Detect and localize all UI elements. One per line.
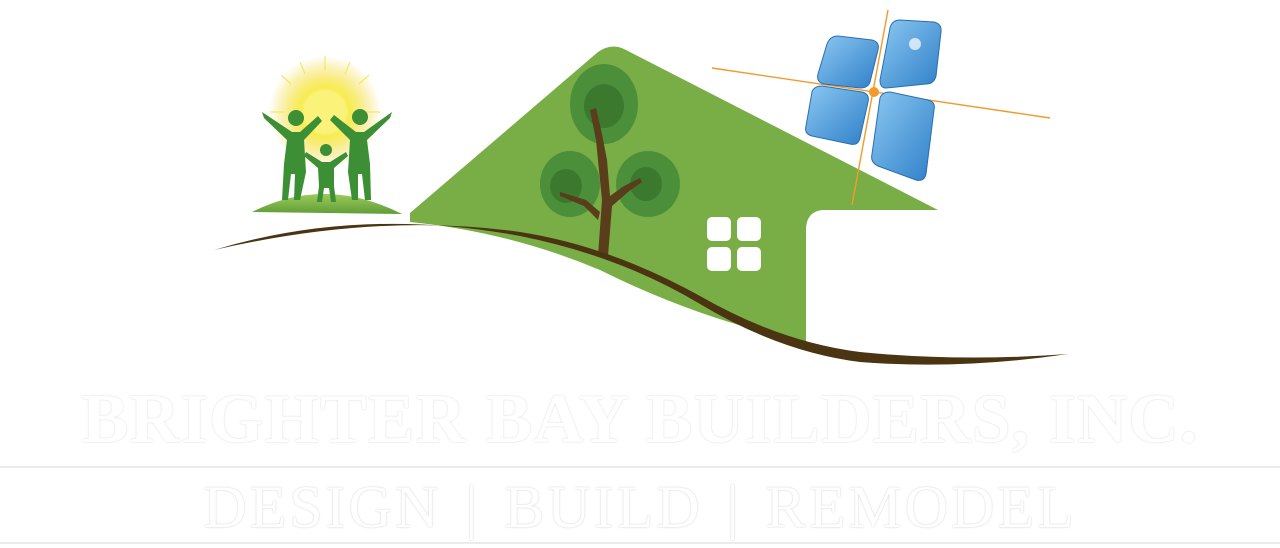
tagline-separator: | <box>465 474 481 540</box>
family-sun-icon <box>252 56 402 214</box>
company-name: BRIGHTER BAY BUILDERS, INC. <box>81 381 1199 458</box>
tagline: DESIGN | BUILD | REMODEL <box>0 474 1280 540</box>
tree-icon <box>540 64 680 256</box>
solar-panel-icon <box>711 9 1051 206</box>
divider-top <box>0 466 1280 468</box>
tagline-build: BUILD <box>504 474 703 540</box>
tagline-remodel: REMODEL <box>765 474 1077 540</box>
tagline-design: DESIGN <box>203 474 442 540</box>
tagline-separator: | <box>726 474 742 540</box>
window-icon <box>707 217 761 271</box>
divider-bottom <box>0 542 1280 544</box>
